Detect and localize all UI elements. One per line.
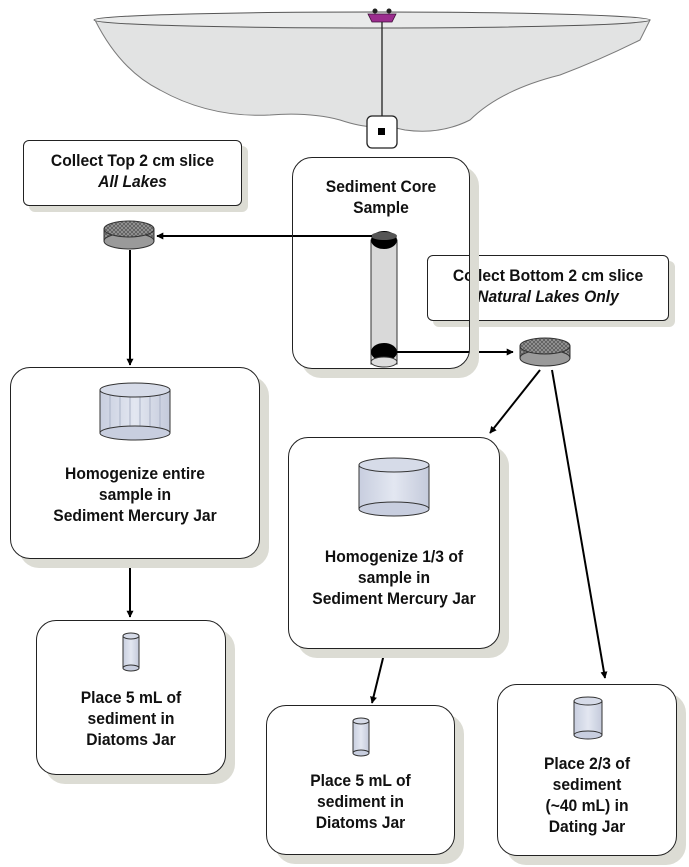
dating-line: Dating Jar xyxy=(548,817,626,836)
top-slice-label-line1: Collect Top 2 cm slice xyxy=(50,151,215,170)
homogenize-third-line: Sediment Mercury Jar xyxy=(312,589,476,608)
diatoms-mid-box: Place 5 mL of sediment in Diatoms Jar xyxy=(266,705,455,855)
top-slice-label-line2: All Lakes xyxy=(98,172,167,191)
bottom-slice-label-line1: Collect Bottom 2 cm slice xyxy=(452,266,644,285)
diatoms-jar-icon xyxy=(352,717,370,757)
lake-basin xyxy=(94,14,651,132)
diatoms-mid-line: Place 5 mL of xyxy=(310,771,411,790)
dating-line: Place 2/3 of xyxy=(543,754,631,773)
dating-line: (~40 mL) in xyxy=(545,796,629,815)
diatoms-mid-line: Diatoms Jar xyxy=(315,813,406,832)
lake xyxy=(93,11,651,132)
bottom-slice-label: Collect Bottom 2 cm slice Natural Lakes … xyxy=(427,255,669,321)
diatoms-left-line: sediment in xyxy=(87,709,175,728)
arrow-bottom-slice-to-homogenize-third xyxy=(489,369,541,434)
mercury-jar-icon xyxy=(358,457,430,517)
dating-box: Place 2/3 of sediment (~40 mL) in Dating… xyxy=(497,684,677,856)
dating-line: sediment xyxy=(552,775,622,794)
dating-jar-icon xyxy=(573,696,603,740)
diatoms-left-line: Diatoms Jar xyxy=(86,730,176,749)
arrow-homogenize-third-to-diatoms-mid xyxy=(370,649,386,704)
sediment-core-line: Sediment Core xyxy=(325,177,437,196)
diatoms-left-line: Place 5 mL of xyxy=(80,688,182,707)
homogenize-entire-line: sample in xyxy=(98,485,172,504)
top-slice-label: Collect Top 2 cm slice All Lakes xyxy=(23,140,242,206)
diatoms-left-box: Place 5 mL of sediment in Diatoms Jar xyxy=(36,620,226,775)
homogenize-entire-line: Sediment Mercury Jar xyxy=(53,506,217,525)
mercury-jar-icon xyxy=(99,382,171,441)
homogenize-third-line: sample in xyxy=(357,568,431,587)
homogenize-entire-box: Homogenize entire sample in Sediment Mer… xyxy=(10,367,260,559)
bottom-slice-dish-icon xyxy=(519,337,571,367)
arrow-bottom-slice-to-dating xyxy=(551,369,608,679)
bottom-slice-label-line2: Natural Lakes Only xyxy=(477,287,619,306)
corer-icon xyxy=(366,115,398,149)
sediment-core-box: Sediment Core Sample xyxy=(292,157,470,369)
top-slice-dish-icon xyxy=(103,220,155,250)
homogenize-entire-line: Homogenize entire xyxy=(65,464,205,483)
homogenize-third-line: Homogenize 1/3 of xyxy=(324,547,464,566)
sediment-core-line: Sample xyxy=(353,198,409,217)
diatoms-mid-line: sediment in xyxy=(317,792,404,811)
core-tube-icon xyxy=(370,231,398,368)
diatoms-jar-icon xyxy=(122,632,140,672)
boat-icon xyxy=(367,8,397,23)
homogenize-third-box: Homogenize 1/3 of sample in Sediment Mer… xyxy=(288,437,500,649)
